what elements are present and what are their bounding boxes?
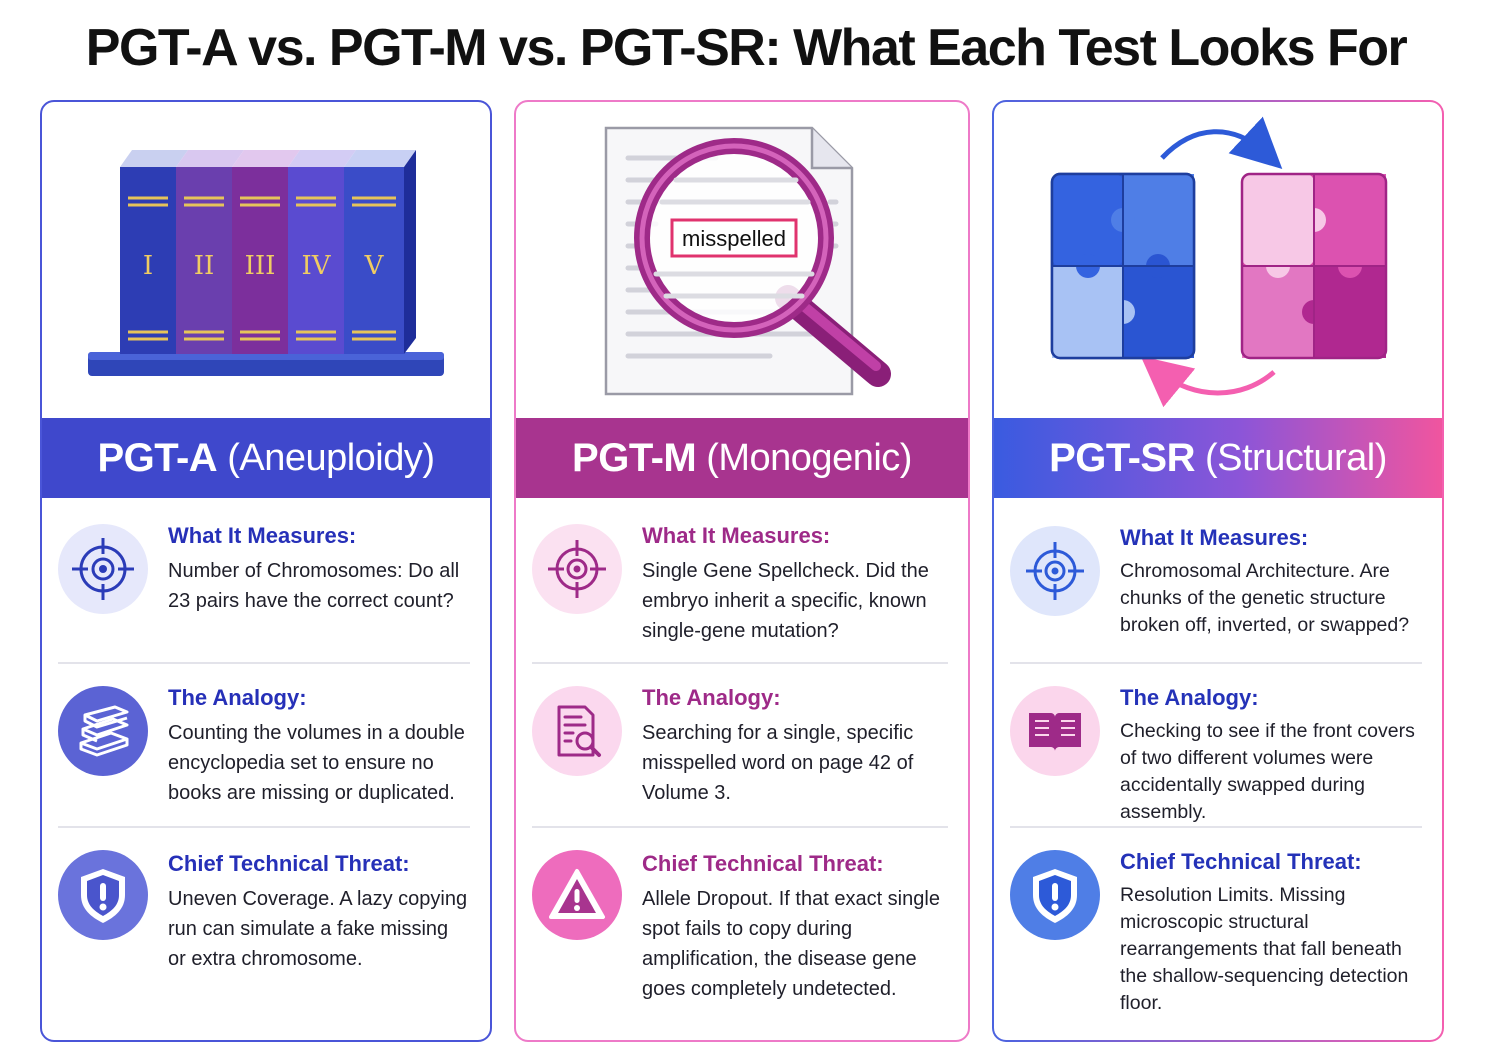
section-heading: What It Measures: <box>1120 525 1309 550</box>
banner-pgt-m: PGT-M (Monogenic) <box>516 418 968 498</box>
divider <box>1010 662 1422 664</box>
divider <box>532 662 948 664</box>
book-label: V <box>364 251 385 281</box>
shield-alert-icon <box>1010 850 1100 940</box>
magnified-word: misspelled <box>682 226 786 251</box>
target-icon <box>1010 526 1100 616</box>
swapped-puzzles-illustration <box>994 102 1442 418</box>
section-heading: Chief Technical Threat: <box>168 851 410 876</box>
banner-subtitle: (Monogenic) <box>706 436 912 479</box>
section-body: Counting the volumes in a double encyclo… <box>168 722 465 804</box>
section-heading: Chief Technical Threat: <box>642 851 884 876</box>
section-heading: The Analogy: <box>1120 685 1259 710</box>
section-body: Number of Chromosomes: Do all 23 pairs h… <box>168 560 460 612</box>
section-heading: What It Measures: <box>168 523 357 548</box>
section-body: Allele Dropout. If that exact single spo… <box>642 888 940 1000</box>
book-label: I <box>143 251 153 281</box>
banner-subtitle: (Structural) <box>1204 436 1387 479</box>
divider <box>58 662 470 664</box>
page-title: PGT-A vs. PGT-M vs. PGT-SR: What Each Te… <box>85 19 1408 77</box>
section-body: Resolution Limits. Missing microscopic s… <box>1120 884 1409 1014</box>
banner-pgt-a: PGT-A (Aneuploidy) <box>42 418 490 498</box>
section-heading: The Analogy: <box>642 685 781 710</box>
section-body: Uneven Coverage. A lazy copying run can … <box>168 888 468 970</box>
divider <box>1010 826 1422 828</box>
book-label: IV <box>301 251 331 281</box>
section-heading: The Analogy: <box>168 685 307 710</box>
divider <box>532 826 948 828</box>
banner-subtitle: (Aneuploidy) <box>227 436 435 479</box>
section-heading: What It Measures: <box>642 523 831 548</box>
section-body: Single Gene Spellcheck. Did the embryo i… <box>642 560 929 642</box>
banner-title: PGT-SR <box>1049 435 1195 480</box>
section-body: Chromosomal Architecture. Are chunks of … <box>1120 560 1410 636</box>
card-pgt-sr: PGT-SR (Structural) What It Measures: Ch… <box>992 100 1444 1042</box>
banner-pgt-sr: PGT-SR (Structural) <box>994 418 1442 498</box>
document-search-icon <box>532 686 622 776</box>
open-book-icon <box>1010 686 1100 776</box>
book-label: III <box>245 251 276 281</box>
divider <box>58 826 470 828</box>
banner-title: PGT-M <box>572 435 697 480</box>
books-icon <box>58 686 148 776</box>
card-pgt-m: misspelled PGT-M (Monogenic) What It Mea… <box>514 100 970 1042</box>
card-pgt-a: I II III IV V PGT-A (Aneuploidy) What It… <box>40 100 492 1042</box>
encyclopedia-books-illustration: I II III IV V <box>42 102 490 418</box>
target-icon <box>58 524 148 614</box>
target-icon <box>532 524 622 614</box>
section-body: Checking to see if the front covers of t… <box>1120 720 1415 823</box>
book-label: II <box>194 251 215 281</box>
magnifier-document-illustration: misspelled <box>516 102 968 418</box>
banner-title: PGT-A <box>97 435 218 480</box>
warning-icon <box>532 850 622 940</box>
section-body: Searching for a single, specific misspel… <box>642 722 914 804</box>
shield-alert-icon <box>58 850 148 940</box>
section-heading: Chief Technical Threat: <box>1120 849 1362 874</box>
